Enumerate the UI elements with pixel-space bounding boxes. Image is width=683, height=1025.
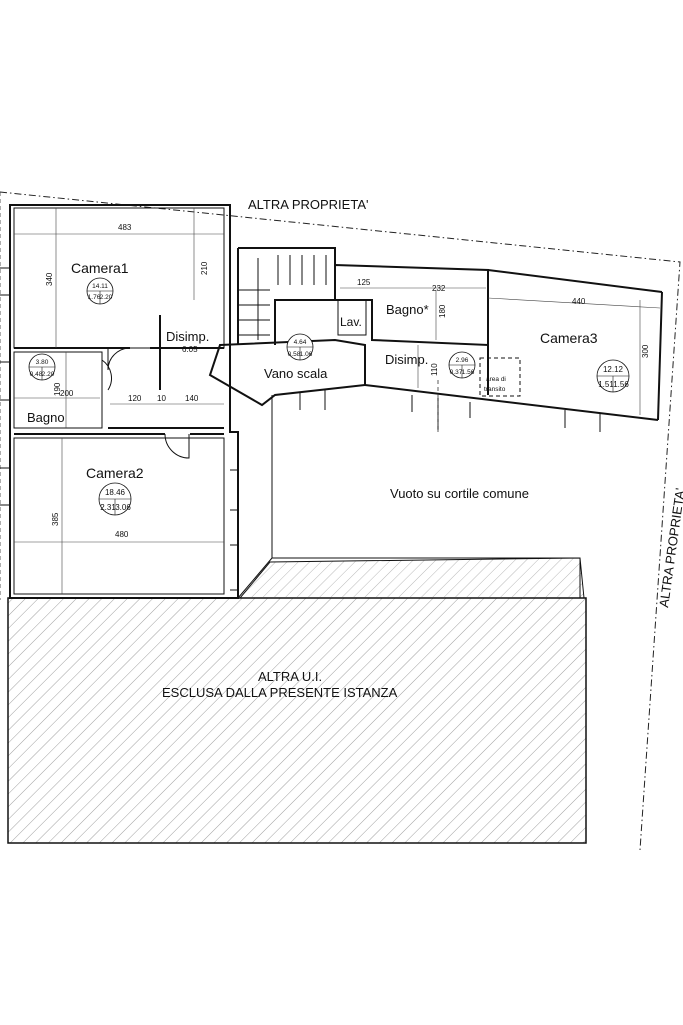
courtyard-outline	[271, 395, 581, 598]
dim-110: 110	[430, 363, 439, 376]
left-block-walls	[9, 204, 239, 599]
disimp-left-label: Disimp.	[166, 329, 209, 344]
tag-a: 0.48	[30, 371, 43, 378]
lav-label: Lav.	[340, 315, 362, 329]
room-tag-camera3: 12.12 1.51 1.56	[596, 359, 630, 393]
dim-480: 480	[115, 530, 129, 539]
tag-b: 1.56	[613, 380, 629, 389]
dim-120: 120	[128, 394, 142, 403]
courtyard-hatch-strip	[238, 557, 585, 599]
room-tag-camera1: 14.11 1.76 2.20	[86, 277, 114, 305]
disimp-right-label: Disimp.	[385, 352, 428, 367]
bagno-top-label: Bagno*	[386, 302, 429, 317]
room-tag-vano-scala: 4.64 0.58 1.06	[286, 333, 314, 361]
tag-area: 18.46	[105, 488, 126, 497]
vano-scala-label: Vano scala	[264, 366, 328, 381]
stair-block-walls	[237, 247, 336, 345]
camera2-label: Camera2	[86, 465, 144, 481]
tag-a: 1.51	[598, 380, 614, 389]
dimension-lines	[14, 208, 661, 594]
tag-area: 14.11	[92, 283, 108, 290]
dim-300: 300	[641, 344, 650, 358]
dim-232: 232	[432, 284, 446, 293]
altra-proprieta-top-label: ALTRA PROPRIETA'	[248, 197, 368, 212]
transit-label-1: area di	[486, 376, 506, 383]
tag-b: 2.20	[42, 371, 55, 378]
lav-room	[337, 299, 367, 336]
camera3-bottom-wall	[364, 384, 659, 421]
dim-140: 140	[185, 394, 199, 403]
transit-label-2: transito	[484, 386, 506, 393]
tag-area: 4.64	[294, 339, 307, 346]
room-tag-bagno: 3.80 0.48 2.20	[28, 353, 56, 381]
dim-483: 483	[118, 223, 132, 232]
tag-a: 0.37	[450, 369, 463, 376]
tag-area: 12.12	[603, 365, 624, 374]
door-arc-bagno	[101, 359, 112, 391]
door-arc-c1	[107, 347, 131, 371]
transit-area	[479, 357, 521, 397]
disimp-area-label: 6.05	[182, 345, 198, 354]
room-tag-disimp: 2.96 0.37 1.56	[448, 351, 476, 379]
camera3-top-wall	[487, 269, 663, 293]
bagno-left-label: Bagno	[27, 410, 65, 425]
tag-area: 3.80	[36, 359, 49, 366]
dim-190: 190	[53, 382, 62, 396]
tag-a: 1.76	[88, 294, 101, 301]
dim-180: 180	[438, 304, 447, 318]
altra-ui-label: ALTRA U.I.	[258, 669, 322, 684]
stair-treads	[238, 255, 327, 340]
door-arc-c2	[164, 433, 190, 459]
room-tag-camera2: 18.46 2.31 3.06	[98, 482, 132, 516]
camera1-label: Camera1	[71, 260, 129, 276]
dim-385: 385	[51, 512, 60, 526]
tag-area: 2.96	[456, 357, 469, 364]
vuoto-label: Vuoto su cortile comune	[390, 486, 529, 501]
tag-b: 1.06	[300, 351, 313, 358]
bottom-windows	[299, 390, 601, 432]
tag-b: 3.06	[115, 503, 131, 512]
dim-440: 440	[572, 297, 586, 306]
property-boundary	[0, 191, 681, 851]
dim-200: 200	[60, 389, 74, 398]
bagno-room	[13, 351, 103, 429]
courtyard-diagonal	[237, 557, 273, 599]
altra-proprieta-right-label: ALTRA PROPRIETA'	[656, 487, 683, 608]
dim-210: 210	[200, 261, 209, 275]
other-unit-hatch	[7, 597, 587, 844]
esclusa-label: ESCLUSA DALLA PRESENTE ISTANZA	[162, 685, 398, 700]
tag-b: 1.56	[462, 369, 475, 376]
camera3-right-wall	[657, 291, 663, 421]
tag-a: 2.31	[100, 503, 116, 512]
vano-scala-outline	[208, 338, 366, 407]
dim-10: 10	[157, 394, 166, 403]
camera2-room	[13, 437, 225, 595]
camera3-label: Camera3	[540, 330, 598, 346]
tag-b: 2.20	[100, 294, 113, 301]
dim-340: 340	[45, 272, 54, 286]
tag-a: 0.58	[288, 351, 301, 358]
left-windows	[0, 267, 238, 591]
dim-125: 125	[357, 278, 371, 287]
